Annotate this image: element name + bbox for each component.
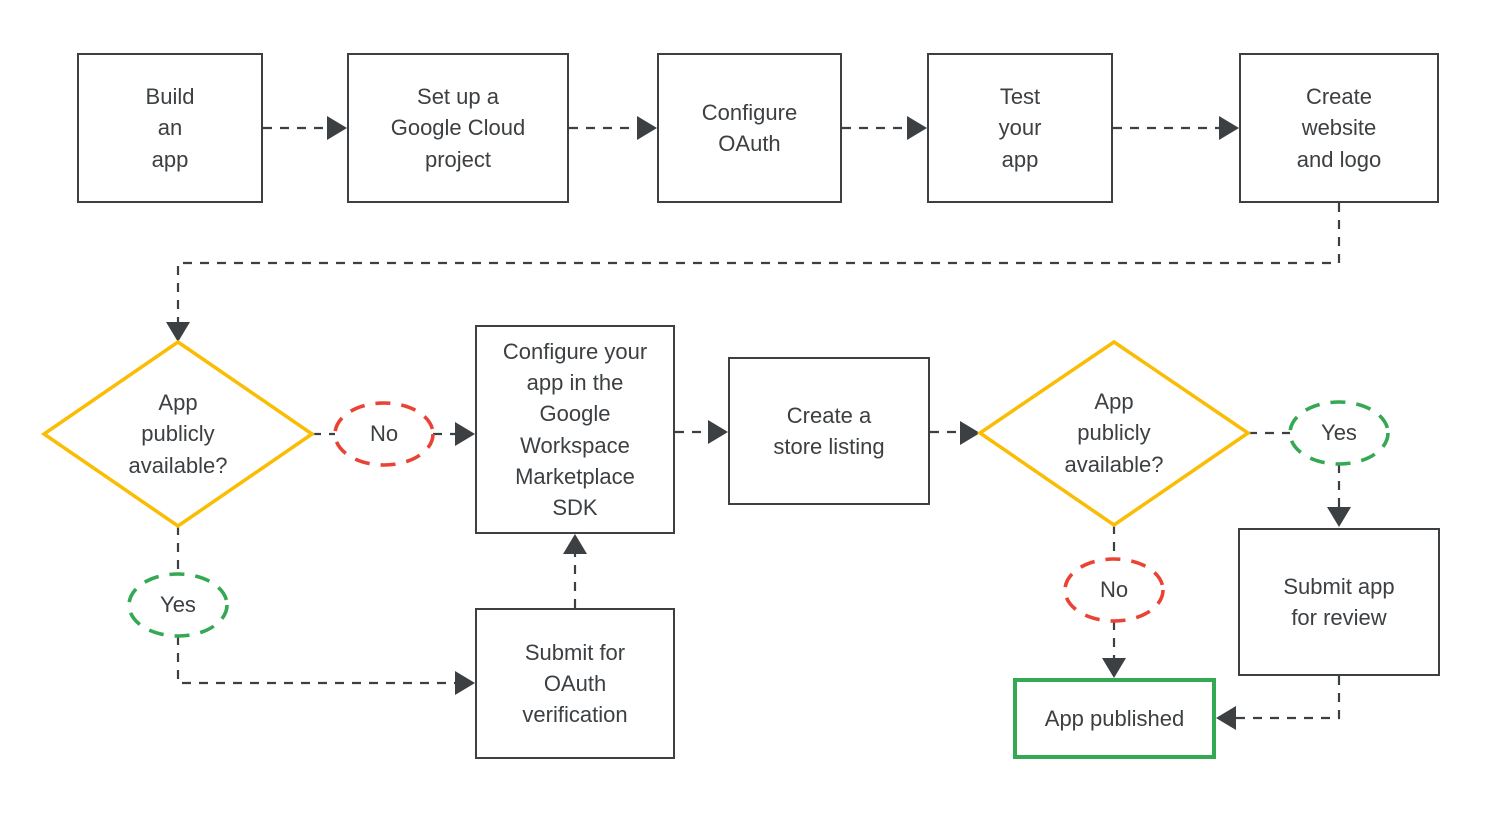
yes2-oval	[1288, 400, 1390, 466]
connector-review-to-published	[1234, 676, 1341, 720]
decision2-label: App publicly available?	[1064, 389, 1164, 477]
decision2-diamond	[976, 339, 1252, 528]
process-create-website-and-logo: Create website and logo	[1239, 53, 1439, 203]
process-set-up-google-cloud-project: Set up a Google Cloud project	[347, 53, 569, 203]
connector-yes-to-verification	[176, 636, 457, 685]
process-configure-oauth: Configure OAuth	[657, 53, 842, 203]
no2-oval	[1063, 557, 1165, 623]
yes2-label: Yes	[1321, 420, 1357, 446]
process-create-store-listing: Create a store listing	[728, 357, 930, 505]
arrowhead-review-to-published	[1216, 706, 1236, 730]
process-build-an-app: Build an app	[77, 53, 263, 203]
arrowhead-test-to-website	[1219, 116, 1239, 140]
process-configure-app-marketplace-sdk: Configure your app in the Google Workspa…	[475, 325, 675, 534]
process-test-your-app: Test your app	[927, 53, 1113, 203]
arrowhead-no-to-sdk	[455, 422, 475, 446]
yes1-label: Yes	[160, 592, 196, 618]
no2-label: No	[1099, 577, 1129, 603]
arrowhead-website-to-decision1	[166, 322, 190, 342]
arrowhead-listing-to-decision2	[960, 421, 980, 445]
process-submit-app-for-review: Submit app for review	[1238, 528, 1440, 676]
arrowhead-oauth-to-test	[907, 116, 927, 140]
arrowhead-cloud-to-oauth	[637, 116, 657, 140]
arrowhead-verification-to-sdk	[563, 534, 587, 554]
decision1-label: App publicly available?	[128, 390, 228, 478]
process-submit-for-oauth-verification: Submit for OAuth verification	[475, 608, 675, 759]
connector-website-to-decision1	[176, 203, 1341, 324]
arrowhead-yes-to-verification	[455, 671, 475, 695]
arrowhead-sdk-to-listing	[708, 420, 728, 444]
yes1-oval	[127, 572, 229, 638]
no1-oval	[333, 401, 435, 467]
terminal-app-published: App published	[1013, 678, 1216, 759]
no1-label: No	[369, 421, 399, 447]
decision1-diamond	[40, 339, 316, 529]
arrowhead-yes-to-review	[1327, 507, 1351, 527]
arrowhead-no-to-published	[1102, 658, 1126, 678]
arrowhead-build-to-cloud	[327, 116, 347, 140]
